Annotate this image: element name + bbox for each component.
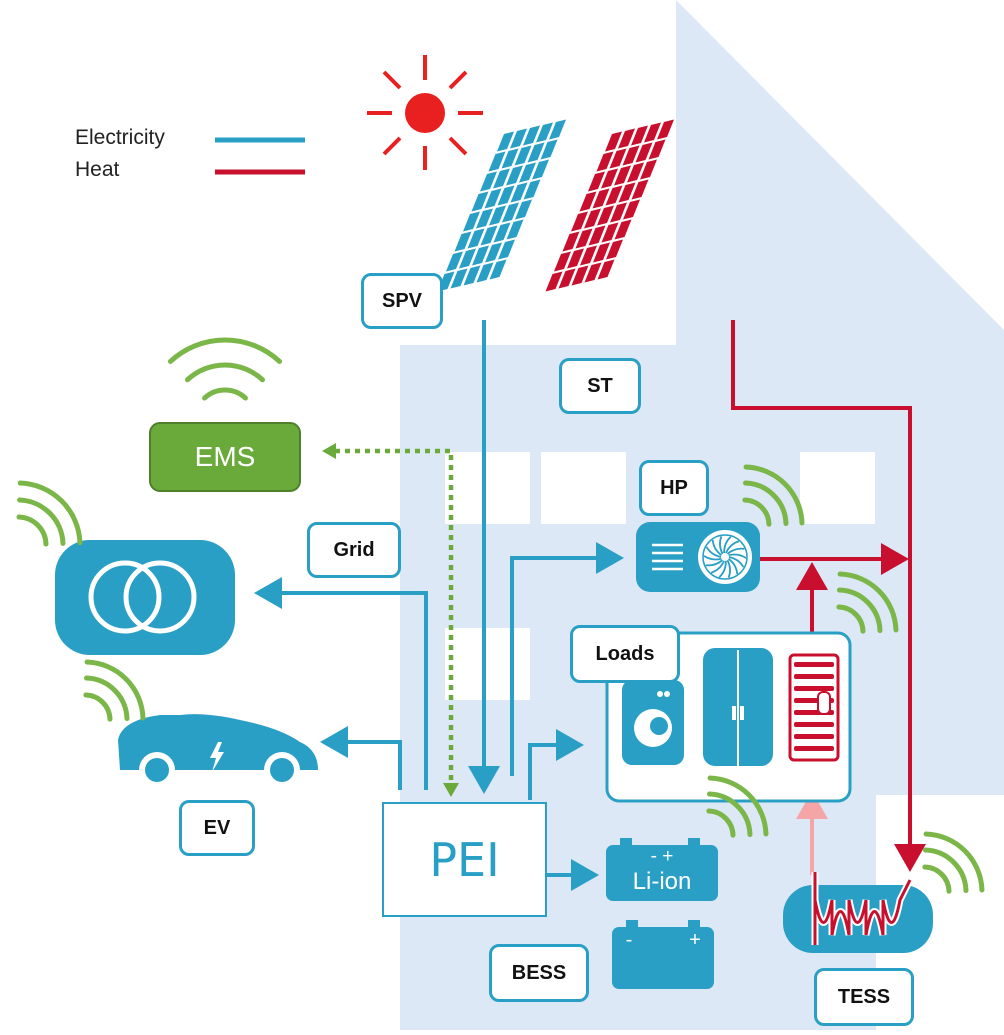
ems-label: EMS xyxy=(194,441,256,472)
pei-label: PEI xyxy=(429,832,500,887)
spv-label: SPV xyxy=(361,273,443,329)
tess-label: TESS xyxy=(814,968,914,1026)
electricity-flows xyxy=(254,320,624,891)
pei-box xyxy=(382,802,547,917)
loads-label: Loads xyxy=(570,625,680,683)
li-ion-battery-icon xyxy=(606,838,718,901)
legend-electricity-label: Electricity xyxy=(75,126,165,149)
ems-control-line xyxy=(330,448,454,790)
washing-machine-icon xyxy=(622,680,684,765)
st-label: ST xyxy=(559,358,641,414)
heat-pump-icon xyxy=(636,522,760,592)
grid-label: Grid xyxy=(307,522,401,578)
refrigerator-icon xyxy=(703,648,773,775)
lead-acid-battery-icon xyxy=(612,920,714,989)
ev-car-icon xyxy=(118,714,318,788)
radiator-icon xyxy=(788,653,840,762)
lead-battery-plus: + xyxy=(689,929,701,951)
lead-battery-minus: - xyxy=(625,929,633,951)
sun-icon xyxy=(367,55,483,170)
legend-heat-label: Heat xyxy=(75,158,120,181)
li-ion-terminals: - + xyxy=(650,846,674,867)
grid-transformer-icon xyxy=(55,540,235,655)
ems-box xyxy=(149,422,301,492)
hp-label: HP xyxy=(639,460,709,516)
li-ion-label: Li-ion xyxy=(632,868,692,895)
thermal-storage-tank-icon xyxy=(783,872,933,953)
solar-thermal-panel-icon xyxy=(545,119,674,292)
solar-pv-panel-icon xyxy=(437,119,566,292)
ev-label: EV xyxy=(179,800,255,856)
ems-arrow-head xyxy=(322,443,336,459)
bess-label: BESS xyxy=(489,944,589,1002)
wireless-signal-icons xyxy=(16,337,985,894)
pei-control-arrow-head xyxy=(443,783,459,797)
